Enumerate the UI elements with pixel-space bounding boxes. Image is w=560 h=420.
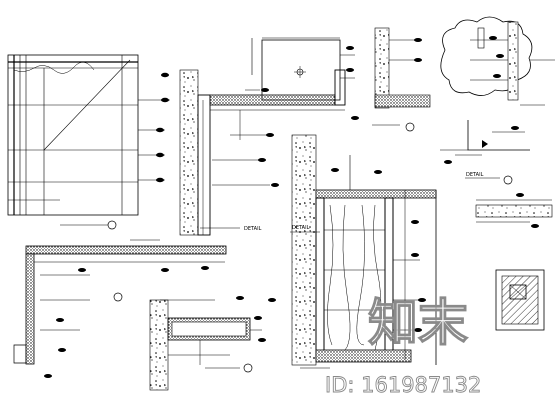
beam-detail-bottom-center <box>149 296 276 391</box>
watermark-logo: 知末 <box>368 294 468 352</box>
callouts-right-mid <box>444 126 519 164</box>
callouts-top-left <box>60 72 169 230</box>
watermark-id: ID: 161987132 <box>325 373 481 397</box>
floor-section-top-right <box>372 27 431 132</box>
plan-detail-right-mid <box>440 120 530 185</box>
plan-detail-right-bottom <box>495 269 545 331</box>
watermark: 知末 ID: 161987132 <box>325 293 482 397</box>
wall-section-center <box>291 134 437 366</box>
detail-label-center: DETAIL <box>244 226 262 232</box>
elevation-detail-top-left <box>7 54 170 216</box>
detail-label-main: DETAIL <box>292 225 310 231</box>
ceiling-detail-top <box>251 37 355 101</box>
detail-label-right: DETAIL <box>466 172 484 178</box>
callouts-center: DETAIL <box>290 168 426 369</box>
wall-section-center-top: DETAIL <box>179 69 346 236</box>
cloud-detail-top-right <box>440 16 555 106</box>
callouts-top-center <box>346 46 359 120</box>
plan-section-bottom-left <box>13 239 227 378</box>
floor-detail-right <box>475 193 553 228</box>
